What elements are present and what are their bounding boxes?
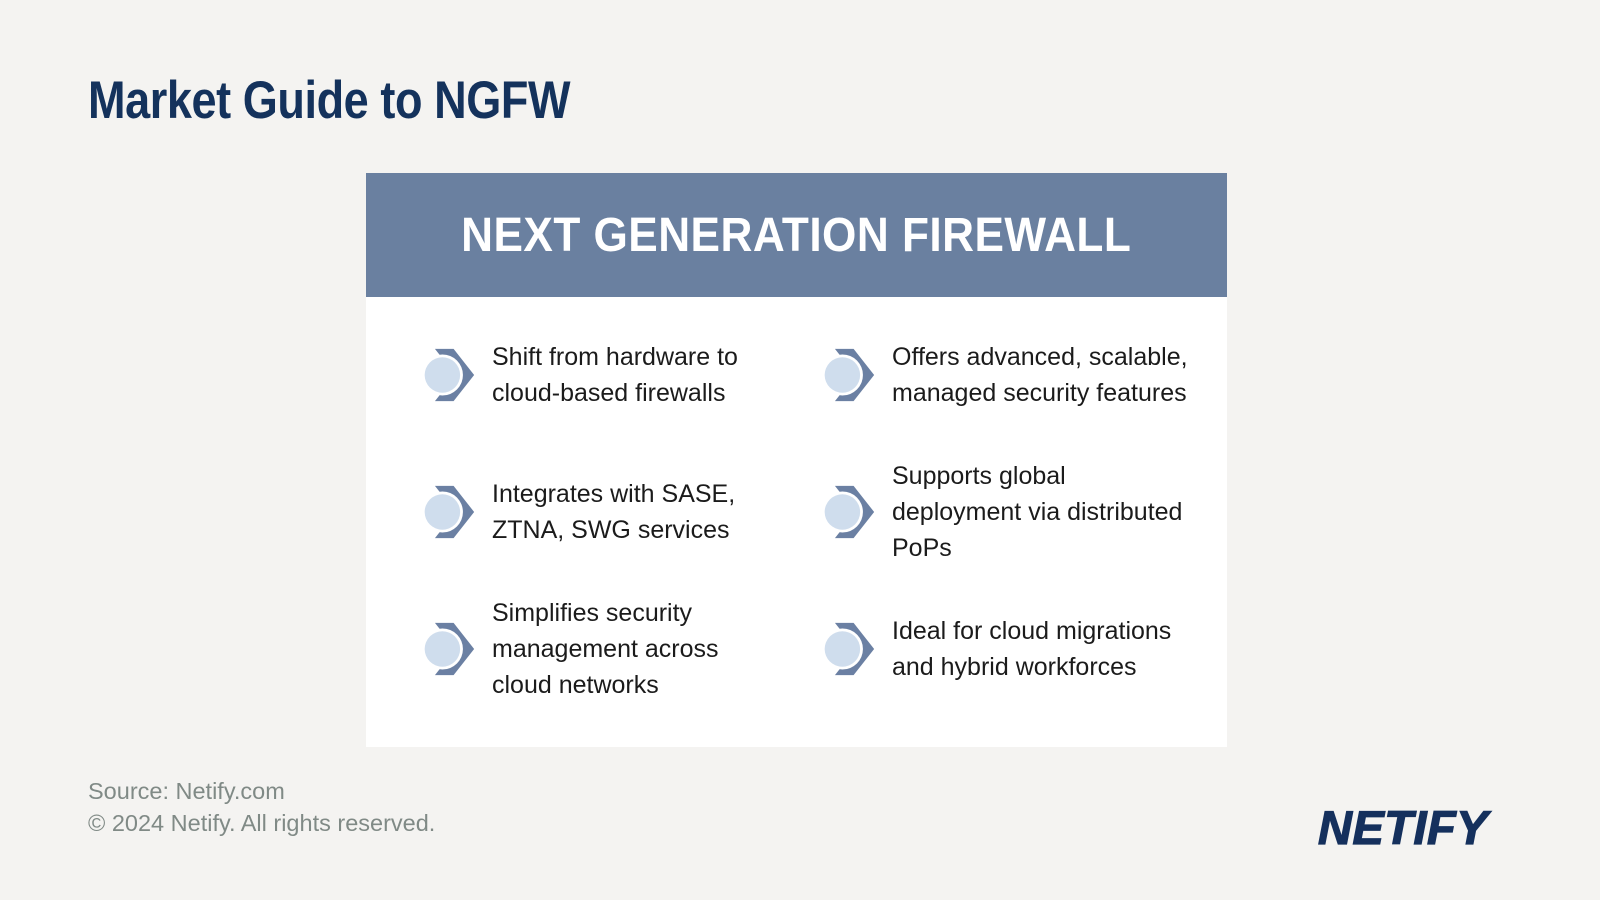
bullet-text: Shift from hardware to cloud-based firew… <box>492 343 738 408</box>
footer-source-block: Source: Netify.com © 2024 Netify. All ri… <box>88 775 435 839</box>
chevron-circle-icon <box>821 622 875 675</box>
page-title: Market Guide to NGFW <box>88 71 571 130</box>
chevron-circle-icon <box>421 485 475 539</box>
footer-source-line: Source: Netify.com <box>88 778 285 804</box>
card-body: Shift from hardware to cloud-based firew… <box>366 297 1227 747</box>
footer-copyright-line: © 2024 Netify. All rights reserved. <box>88 810 436 836</box>
bullet-column-left: Shift from hardware to cloud-based firew… <box>420 307 820 717</box>
bullet-text: Ideal for cloud migrations and hybrid wo… <box>892 616 1172 681</box>
bullet-text: Supports global deployment via distribut… <box>892 461 1183 562</box>
bullet-item: Integrates with SASE, ZTNA, SWG services <box>420 476 820 548</box>
chevron-circle-icon <box>421 349 475 402</box>
bullet-item: Supports global deployment via distribut… <box>820 458 1227 566</box>
bullet-item: Ideal for cloud migrations and hybrid wo… <box>820 613 1227 685</box>
bullet-item: Shift from hardware to cloud-based firew… <box>420 339 820 411</box>
bullet-item: Simplifies security management across cl… <box>420 595 820 703</box>
chevron-circle-icon <box>821 349 875 402</box>
card-header: NEXT GENERATION FIREWALL <box>366 173 1227 297</box>
netify-logo: NETIFY <box>1317 800 1489 854</box>
bullet-text: Simplifies security management across cl… <box>492 598 719 699</box>
bullet-text: Offers advanced, scalable, managed secur… <box>892 343 1188 408</box>
ngfw-card: NEXT GENERATION FIREWALL Shift from hard… <box>366 173 1227 747</box>
card-header-label: NEXT GENERATION FIREWALL <box>461 208 1132 262</box>
bullet-column-right: Offers advanced, scalable, managed secur… <box>820 307 1227 717</box>
chevron-circle-icon <box>821 485 875 539</box>
chevron-circle-icon <box>421 622 475 675</box>
bullet-item: Offers advanced, scalable, managed secur… <box>820 339 1227 411</box>
bullet-text: Integrates with SASE, ZTNA, SWG services <box>492 479 736 544</box>
